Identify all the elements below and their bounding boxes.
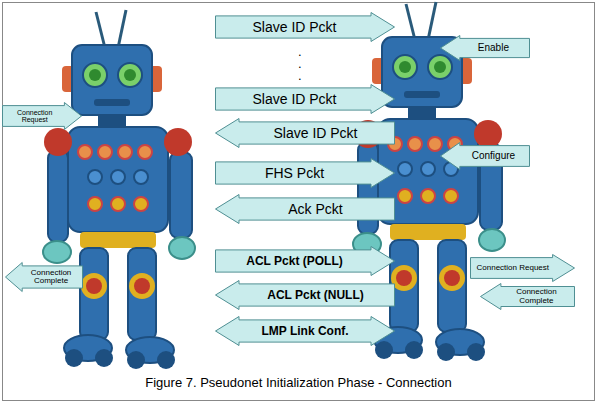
arrow-outline xyxy=(216,195,395,224)
arrow-outline xyxy=(216,159,395,188)
arrow-outline xyxy=(216,119,395,148)
ellipsis-dot: . xyxy=(298,68,302,83)
arrow-outline xyxy=(216,281,395,310)
arrow-label: Enable xyxy=(478,43,509,54)
arrow-outline xyxy=(441,143,530,170)
arrow-label: FHS Pckt xyxy=(265,166,324,181)
message-arrow: FHS Pckt xyxy=(215,158,395,188)
message-arrow: LMP Link Conf. xyxy=(215,316,395,346)
arrow-label: Connection Request xyxy=(7,109,62,124)
arrow-outline xyxy=(216,85,395,114)
arrow-label: Connection Request xyxy=(477,264,550,272)
message-arrow: Slave ID Pckt xyxy=(215,12,395,42)
arrow-label: LMP Link Conf. xyxy=(261,325,348,338)
message-arrow: Connection Request xyxy=(470,254,575,282)
message-arrow: Configure xyxy=(440,142,530,170)
arrow-outline xyxy=(216,247,395,276)
message-arrow: Connection Complete xyxy=(5,262,83,292)
arrow-outline xyxy=(6,263,83,292)
arrow-outline xyxy=(3,103,82,130)
arrow-label: ACL Pckt (NULL) xyxy=(267,289,363,302)
arrow-outline xyxy=(216,13,395,42)
arrow-outline xyxy=(481,284,575,310)
message-arrow: Enable xyxy=(440,35,530,61)
arrow-label: Connection Complete xyxy=(24,269,78,286)
message-arrow: Connection Complete xyxy=(480,283,575,310)
message-arrow: Slave ID Pckt xyxy=(215,84,395,114)
arrow-label: Slave ID Pckt xyxy=(273,126,357,141)
arrow-label: Connection Complete xyxy=(503,288,570,305)
arrow-label: Slave ID Pckt xyxy=(252,92,336,107)
arrow-label: Slave ID Pckt xyxy=(252,20,336,35)
arrow-outline xyxy=(216,317,395,346)
figure-caption: Figure 7. Pseudonet Initialization Phase… xyxy=(0,375,597,390)
message-arrow: ACL Pckt (POLL) xyxy=(215,246,395,276)
message-arrow: Ack Pckt xyxy=(215,194,395,224)
arrow-label: Configure xyxy=(472,151,515,162)
arrow-label: ACL Pckt (POLL) xyxy=(246,255,342,268)
arrow-label: Ack Pckt xyxy=(288,202,342,217)
message-arrow: Slave ID Pckt xyxy=(215,118,395,148)
arrow-outline xyxy=(471,255,575,282)
message-arrow: ACL Pckt (NULL) xyxy=(215,280,395,310)
arrow-outline xyxy=(441,36,530,61)
message-arrow: Connection Request xyxy=(2,102,82,130)
